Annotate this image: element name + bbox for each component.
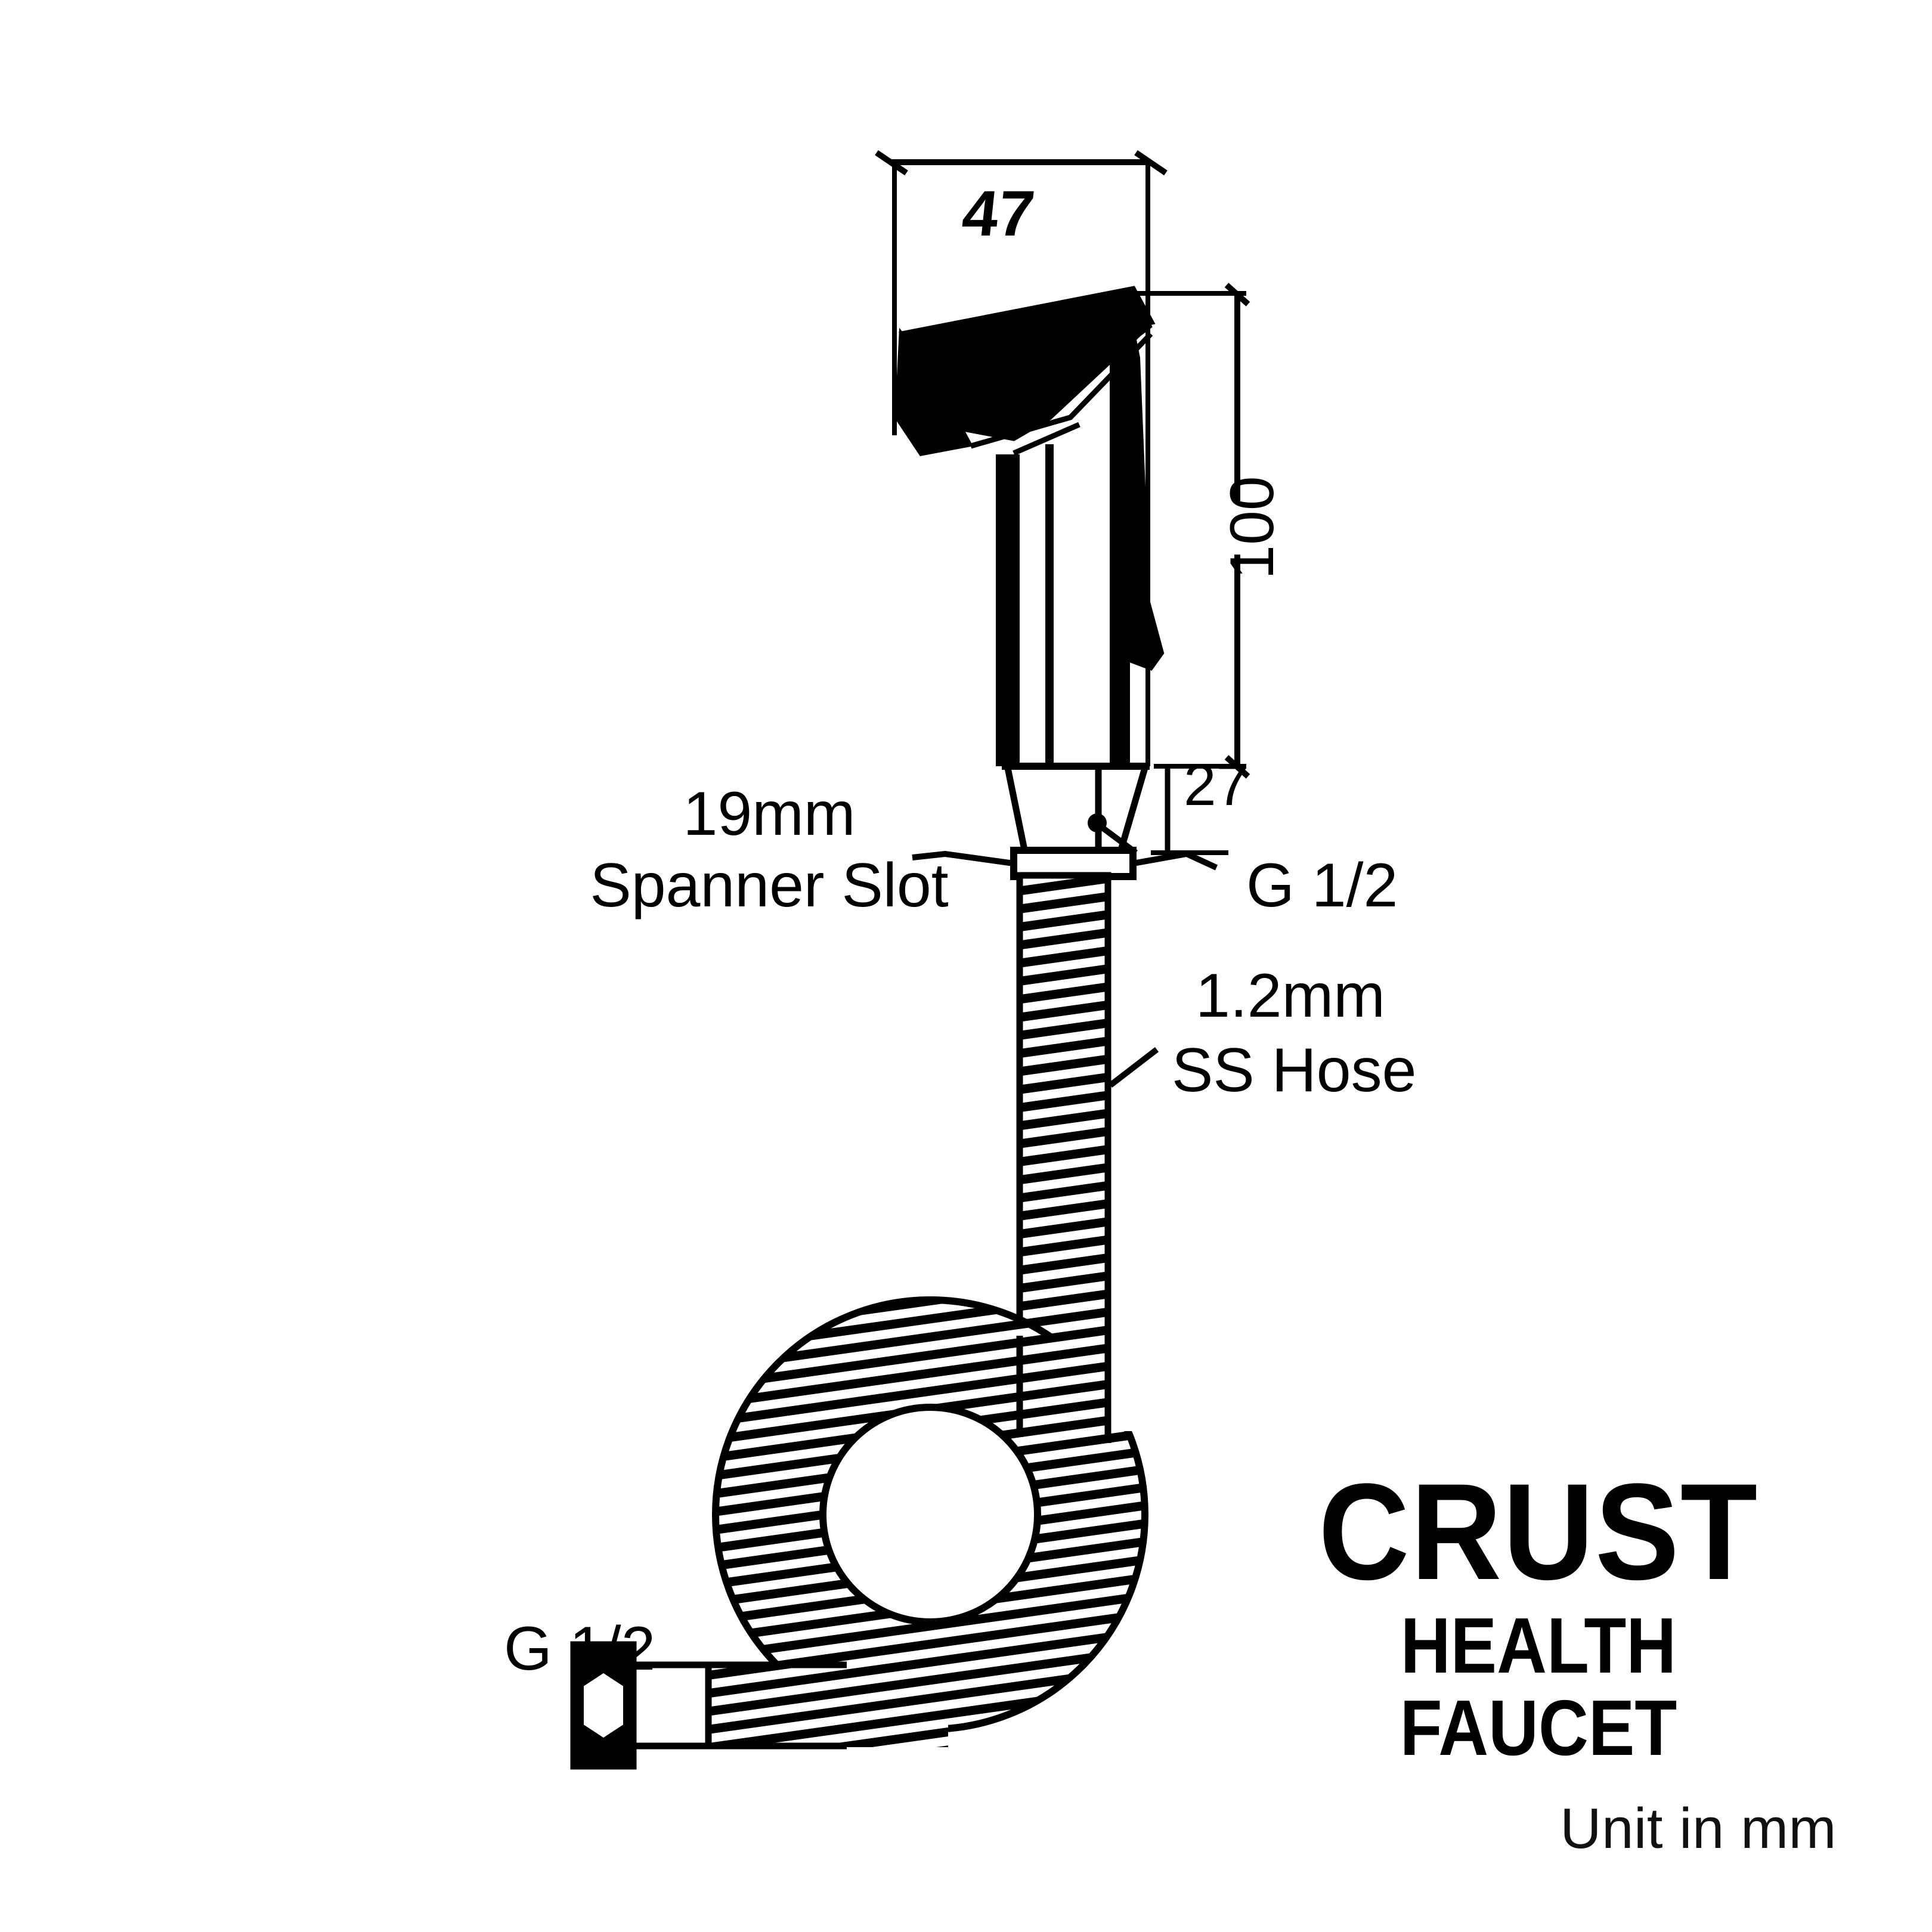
spanner-slot-label-line1: 19mm — [683, 779, 856, 849]
dimension-label-27: 27 — [1184, 752, 1249, 818]
ss-hose-coil — [712, 1296, 1148, 1733]
dimension-label-47: 47 — [959, 177, 1038, 249]
trigger-lever — [1123, 333, 1165, 671]
brand-subtitle: HEALTH FAUCET — [1400, 1601, 1677, 1772]
brand-title: CRUST — [1318, 1455, 1759, 1608]
unit-note: Unit in mm — [1560, 1797, 1837, 1860]
hose-spec-label-line1: 1.2mm — [1196, 961, 1385, 1030]
thread-label-bottom: G 1/2 — [504, 1614, 655, 1683]
hex-union-nut — [570, 1641, 712, 1770]
hose-spec-leader — [1108, 1047, 1159, 1088]
ss-hose-straight — [1016, 872, 1111, 1410]
brand-block: CRUST HEALTH FAUCET — [1228, 1455, 1849, 1772]
faucet-neck — [996, 322, 1130, 766]
spanner-slot-flange — [912, 813, 1218, 880]
spanner-slot-label-line2: Spanner Slot — [590, 851, 948, 920]
dimension-label-100: 100 — [1218, 476, 1287, 580]
hose-spec-label-line2: SS Hose — [1172, 1036, 1416, 1105]
thread-label-top: G 1/2 — [1246, 851, 1398, 920]
faucet-collar — [1002, 763, 1150, 853]
